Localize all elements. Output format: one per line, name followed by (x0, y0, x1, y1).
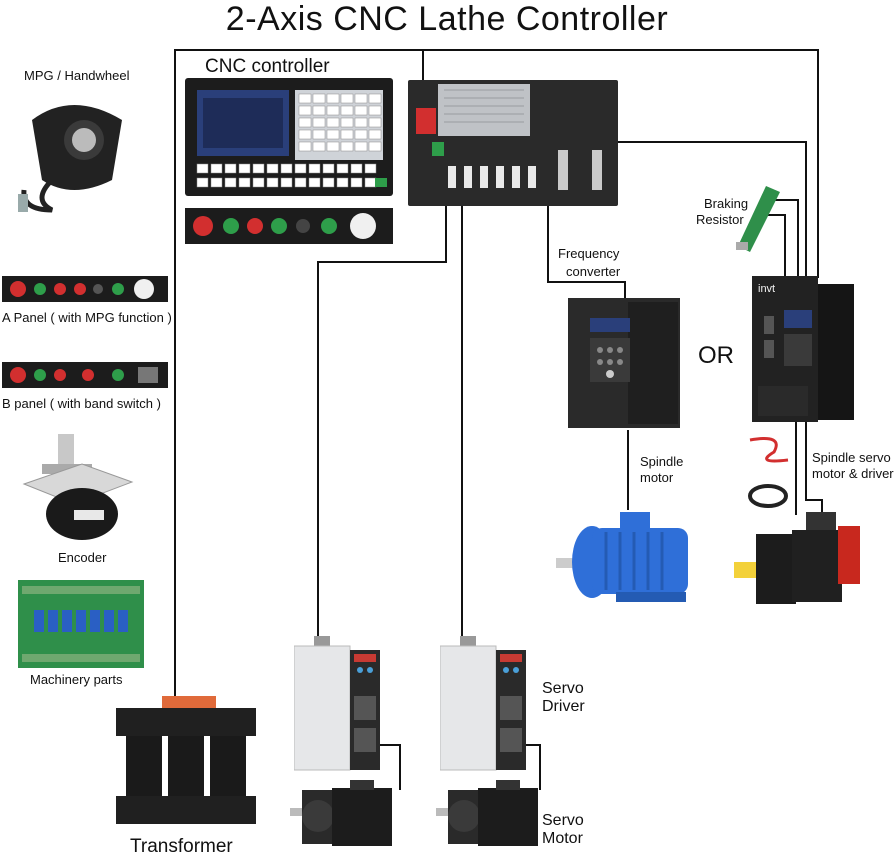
a-panel (2, 276, 168, 302)
encoder-label: Encoder (58, 550, 107, 565)
servo-driver-1 (294, 636, 380, 771)
or-label: OR (698, 342, 734, 369)
spindle-servo-motor (734, 512, 860, 604)
servo-motor-label-2: Motor (542, 830, 583, 847)
spindle-servo-cables (748, 437, 789, 508)
wire-to-servo-driver-1 (317, 182, 447, 640)
spindle-motor-label-1: Spindle (640, 454, 684, 469)
servo-motor-2 (436, 780, 538, 846)
spindle-servo-label-2: motor & driver (812, 466, 894, 481)
frequency-converter-label-1: Frequency (558, 246, 620, 261)
a-panel-label: A Panel ( with MPG function ) (2, 310, 172, 325)
controller-back-panel (408, 80, 618, 206)
servo-motor-1 (290, 780, 392, 846)
servo-driver-label-2: Driver (542, 698, 585, 715)
frequency-converter-label-2: converter (566, 264, 621, 279)
transformer-label: Transformer (130, 836, 233, 857)
encoder (22, 434, 134, 540)
mpg-handwheel (18, 105, 122, 213)
spindle-motor-label-2: motor (640, 470, 674, 485)
braking-resistor-label-2: Resistor (696, 212, 744, 227)
machinery-parts (18, 580, 144, 668)
wire-transformer-main (174, 49, 819, 700)
spindle-servo-driver: invt (752, 276, 854, 422)
cnc-controller-label: CNC controller (205, 56, 330, 77)
power-supply (438, 84, 530, 136)
wire-controller-to-servo-spindle (534, 141, 807, 278)
servo-driver-label-1: Servo (542, 680, 584, 697)
servo-driver-2 (440, 636, 526, 771)
wire-driver1-motor (380, 744, 401, 790)
b-panel-label: B panel ( with band switch ) (2, 396, 161, 411)
frequency-converter (568, 298, 680, 428)
spindle-motor (556, 512, 688, 602)
page-title: 2-Axis CNC Lathe Controller (225, 0, 669, 38)
spindle-servo-label-1: Spindle servo (812, 450, 891, 465)
transformer (116, 696, 256, 824)
cnc-controller (185, 78, 393, 244)
braking-resistor-label-1: Braking (704, 196, 749, 211)
wire-to-frequency-converter (547, 180, 626, 300)
mpg-label: MPG / Handwheel (24, 68, 130, 83)
wire-servo-to-spindle-servo-1 (805, 420, 823, 515)
servo-motor-label-1: Servo (542, 812, 584, 829)
wire-driver2-motor (520, 744, 541, 790)
machinery-parts-label: Machinery parts (30, 672, 123, 687)
b-panel (2, 362, 168, 388)
braking-resistor (736, 186, 780, 252)
invt-logo: invt (758, 283, 775, 295)
